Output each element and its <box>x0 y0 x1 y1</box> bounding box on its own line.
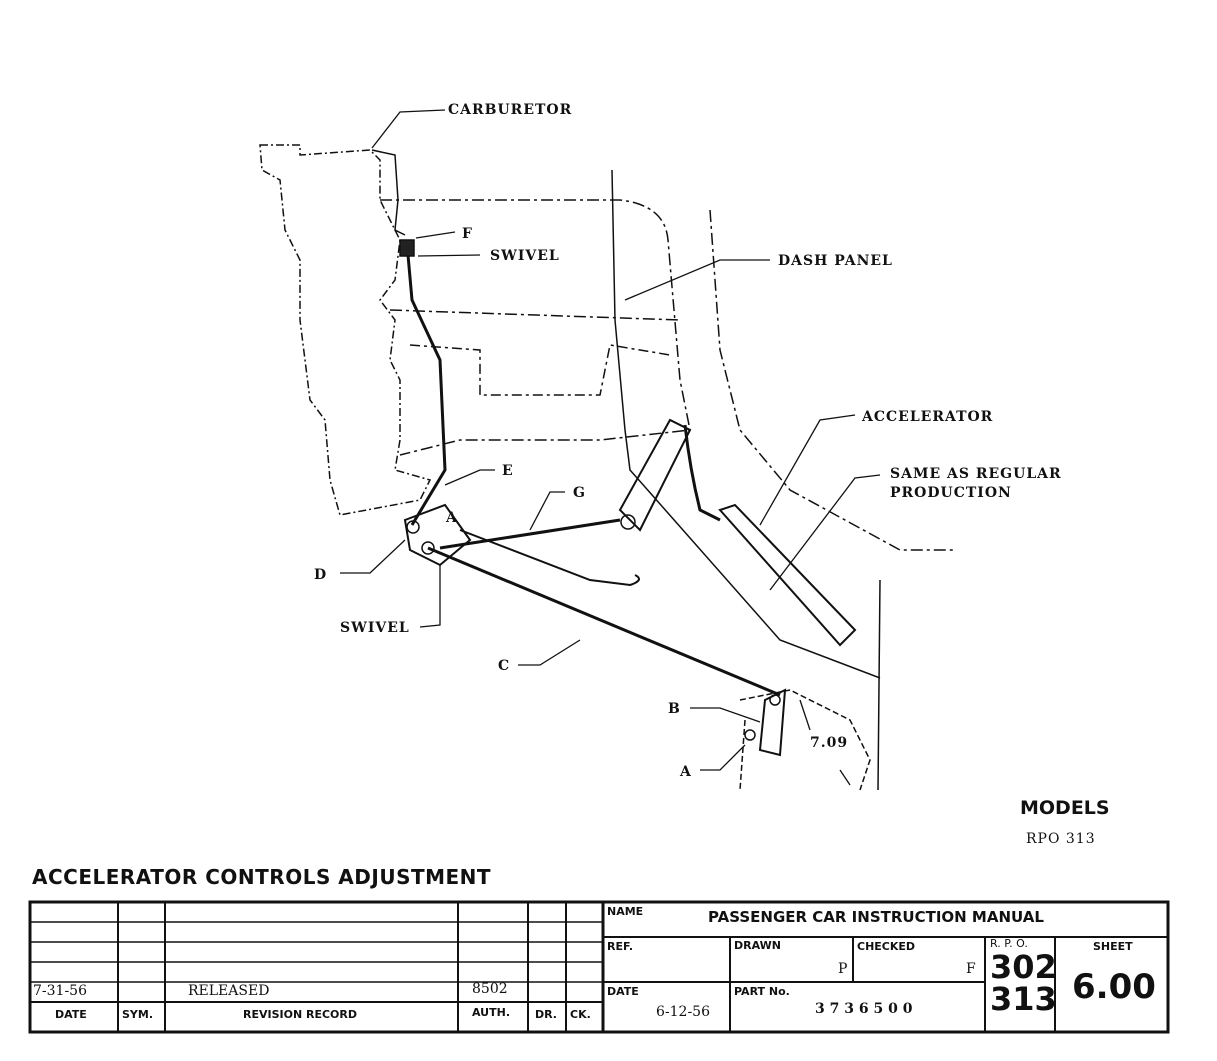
sheet-number: 6.00 <box>1072 967 1156 1007</box>
label-accelerator: ACCELERATOR <box>861 409 993 425</box>
checked-value: F <box>966 961 976 977</box>
revision-date: 7-31-56 <box>33 983 87 999</box>
header-auth: AUTH. <box>472 1006 510 1019</box>
carburetor-linkage <box>371 149 406 236</box>
label-e: E <box>502 463 514 479</box>
name-label: NAME <box>607 905 644 918</box>
label-dimension: 7.09 <box>810 735 848 751</box>
return-spring <box>459 529 640 587</box>
sheet-label: SHEET <box>1093 940 1133 953</box>
label-c: C <box>498 658 510 674</box>
models-rpo: RPO 313 <box>1026 831 1096 847</box>
swivel-top <box>399 239 415 257</box>
part-number: 3 7 3 6 5 0 0 <box>815 1001 913 1017</box>
bellcrank <box>403 503 472 567</box>
drawn-label: DRAWN <box>734 939 781 952</box>
header-sym: SYM. <box>122 1008 154 1021</box>
label-d: D <box>314 567 327 583</box>
part-label: PART No. <box>734 985 790 998</box>
rod-e <box>406 254 447 526</box>
label-a-upper: A <box>445 510 458 526</box>
page-title: ACCELERATOR CONTROLS ADJUSTMENT <box>32 865 492 889</box>
rod-c <box>427 546 781 697</box>
lower-bracket <box>739 689 871 791</box>
ref-label: REF. <box>607 940 634 953</box>
models-heading: MODELS <box>1020 797 1110 819</box>
revision-auth: 8502 <box>472 981 508 997</box>
checked-label: CHECKED <box>857 940 916 953</box>
header-revision-record: REVISION RECORD <box>243 1008 358 1021</box>
label-swivel-bottom: SWIVEL <box>340 620 410 636</box>
label-b: B <box>668 701 681 717</box>
label-a: A <box>679 764 692 780</box>
label-swivel-top: SWIVEL <box>490 248 560 264</box>
label-same-as-regular: SAME AS REGULAR <box>890 466 1062 482</box>
header-dr: DR. <box>535 1008 557 1021</box>
dash-panel-line <box>611 169 881 679</box>
rod-g <box>439 518 621 550</box>
rpo-302: 302 <box>990 948 1057 986</box>
rpo-313: 313 <box>990 980 1057 1018</box>
date-label: DATE <box>607 985 639 998</box>
manual-name: PASSENGER CAR INSTRUCTION MANUAL <box>708 908 1044 926</box>
header-date: DATE <box>55 1008 87 1021</box>
carburetor-outline <box>259 144 432 516</box>
pedal-lever <box>618 418 692 532</box>
rpo-label: R. P. O. <box>990 937 1028 950</box>
label-carburetor: CARBURETOR <box>448 102 572 118</box>
label-f: F <box>462 226 473 242</box>
header-ck: CK. <box>570 1008 591 1021</box>
label-g: G <box>573 485 586 501</box>
accelerator-pedal <box>718 503 857 647</box>
label-production: PRODUCTION <box>890 485 1012 501</box>
label-dash-panel: DASH PANEL <box>778 253 893 269</box>
drawn-value: P <box>838 961 848 977</box>
revision-record-entry: RELEASED <box>188 983 270 999</box>
dash-panel-outline <box>380 199 691 456</box>
date-value: 6-12-56 <box>656 1004 710 1020</box>
